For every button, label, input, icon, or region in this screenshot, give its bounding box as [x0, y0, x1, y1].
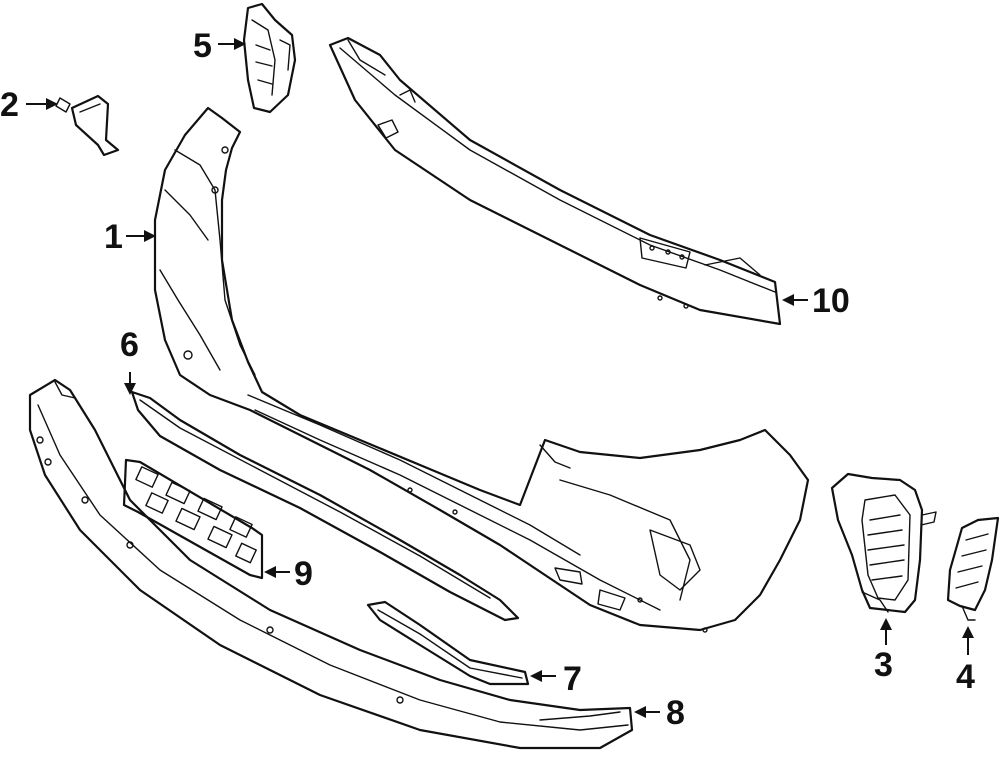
callout-8: 8: [666, 694, 685, 732]
callout-1: 1: [104, 218, 123, 256]
callout-9: 9: [294, 555, 313, 593]
callout-3: 3: [874, 646, 893, 684]
part-6-molding-strip: [130, 390, 520, 622]
callout-6: 6: [120, 326, 139, 364]
callout-10: 10: [812, 282, 850, 320]
part-8-lower-valance: [28, 378, 634, 750]
callout-2: 2: [0, 86, 19, 124]
part-1-bumper-cover: [153, 106, 810, 633]
part-10-reinforcement-beam: [328, 36, 782, 326]
part-7-trim: [366, 600, 530, 686]
part-4-side-trim: [946, 516, 1000, 621]
leader-lines: [26, 38, 974, 718]
callout-5: 5: [193, 27, 212, 65]
part-3-fog-lamp-bezel: [830, 472, 937, 614]
callout-7: 7: [563, 660, 582, 698]
callout-4: 4: [956, 658, 975, 696]
part-5-bracket: [242, 2, 297, 114]
part-9-license-bracket: [122, 458, 264, 580]
part-2-clip: [55, 94, 120, 157]
